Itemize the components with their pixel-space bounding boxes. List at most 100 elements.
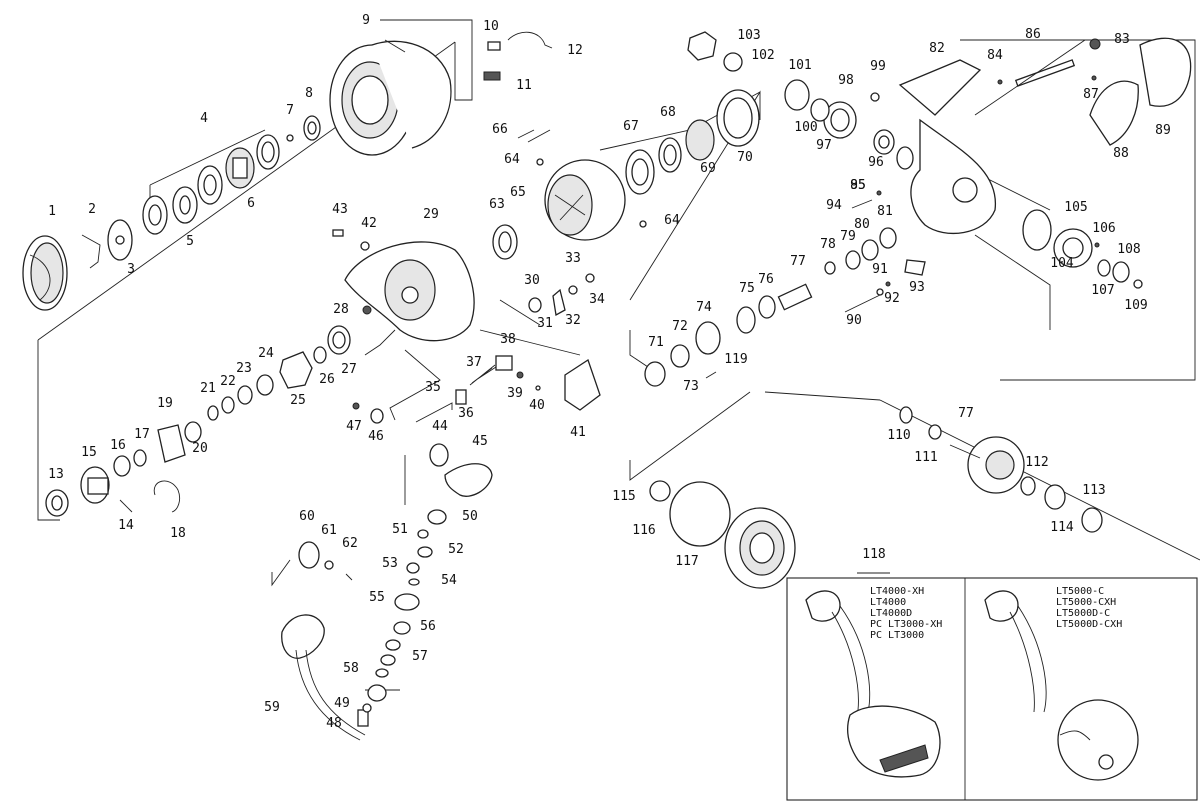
callout-c93: 93 — [909, 280, 925, 295]
callout-c48: 48 — [326, 716, 342, 731]
callout-c42: 42 — [361, 216, 377, 231]
callout-c75: 75 — [739, 281, 755, 296]
callout-c70: 70 — [737, 150, 753, 165]
model-name: LT5000-CXH — [1056, 597, 1116, 608]
model-name: LT5000-C — [1056, 586, 1104, 597]
callout-c23: 23 — [236, 361, 252, 376]
callout-c103: 103 — [737, 28, 760, 43]
callout-c14: 14 — [118, 518, 134, 533]
callout-c13: 13 — [48, 467, 64, 482]
callout-c21: 21 — [200, 381, 216, 396]
model-name: LT4000-XH — [870, 586, 924, 597]
callout-c117: 117 — [675, 554, 698, 569]
callout-c20: 20 — [192, 441, 208, 456]
callout-c35: 35 — [425, 380, 441, 395]
callout-c30: 30 — [524, 273, 540, 288]
callout-c94: 94 — [826, 198, 842, 213]
callout-c83: 83 — [1114, 32, 1130, 47]
callout-c77b: 77 — [958, 406, 974, 421]
callout-c84: 84 — [987, 48, 1003, 63]
callout-c102: 102 — [751, 48, 774, 63]
part-shapes — [22, 31, 1192, 741]
callout-c74: 74 — [696, 300, 712, 315]
callout-c90: 90 — [846, 313, 862, 328]
callout-c4: 4 — [200, 111, 208, 126]
callout-c107: 107 — [1091, 283, 1114, 298]
callout-c118: 118 — [862, 547, 885, 562]
callout-c100: 100 — [794, 120, 817, 135]
callout-c99: 99 — [870, 59, 886, 74]
callout-c59: 59 — [264, 700, 280, 715]
callout-c108: 108 — [1117, 242, 1140, 257]
callout-c62: 62 — [342, 536, 358, 551]
callout-c34: 34 — [589, 292, 605, 307]
callout-c64: 64 — [504, 152, 520, 167]
callout-c110: 110 — [887, 428, 910, 443]
callout-c96: 96 — [868, 155, 884, 170]
callout-c87: 87 — [1083, 87, 1099, 102]
assembly-bracket-lines — [37, 19, 1200, 691]
callout-c12: 12 — [567, 43, 583, 58]
callout-c7: 7 — [286, 103, 294, 118]
model-name: LT4000D — [870, 608, 912, 619]
callout-c92: 92 — [884, 291, 900, 306]
callout-c52: 52 — [448, 542, 464, 557]
callout-c31: 31 — [537, 316, 553, 331]
callout-c72: 72 — [672, 319, 688, 334]
callout-c89: 89 — [1155, 123, 1171, 138]
callout-c58: 58 — [343, 661, 359, 676]
callout-c95: 95 — [850, 178, 866, 193]
callout-c15: 15 — [81, 445, 97, 460]
callout-c1: 1 — [48, 204, 56, 219]
callout-c91: 91 — [872, 262, 888, 277]
callout-c22: 22 — [220, 374, 236, 389]
callout-c39: 39 — [507, 386, 523, 401]
callout-c18: 18 — [170, 526, 186, 541]
callout-c17: 17 — [134, 427, 150, 442]
callout-c28: 28 — [333, 302, 349, 317]
callout-c25: 25 — [290, 393, 306, 408]
callout-c77: 77 — [790, 254, 806, 269]
callout-c38: 38 — [500, 332, 516, 347]
callout-c79: 79 — [840, 229, 856, 244]
callout-c64b: 64 — [664, 213, 680, 228]
callout-c44: 44 — [432, 419, 448, 434]
callout-c114: 114 — [1050, 520, 1074, 535]
callout-c97: 97 — [816, 138, 832, 153]
callout-c76: 76 — [758, 272, 774, 287]
callout-c116: 116 — [632, 523, 655, 538]
callout-c32: 32 — [565, 313, 581, 328]
callout-c3: 3 — [127, 262, 135, 277]
callout-c68: 68 — [660, 105, 676, 120]
callout-c46: 46 — [368, 429, 384, 444]
callout-c57: 57 — [412, 649, 428, 664]
callout-c29: 29 — [423, 207, 439, 222]
callout-c65: 65 — [510, 185, 526, 200]
callout-c6: 6 — [247, 196, 255, 211]
callout-c26: 26 — [319, 372, 335, 387]
callout-c80: 80 — [854, 217, 870, 232]
model-name: PC LT3000 — [870, 630, 924, 641]
variant-handle-box — [786, 572, 1198, 801]
callout-c106: 106 — [1092, 221, 1115, 236]
callout-c113: 113 — [1082, 483, 1105, 498]
callout-c63: 63 — [489, 197, 505, 212]
callout-c53: 53 — [382, 556, 398, 571]
callout-c55: 55 — [369, 590, 385, 605]
callout-c115: 115 — [612, 489, 635, 504]
callout-c67: 67 — [623, 119, 639, 134]
callout-c40: 40 — [529, 398, 545, 413]
callout-c8: 8 — [305, 86, 313, 101]
callout-c11: 11 — [516, 78, 532, 93]
callout-c24: 24 — [258, 346, 274, 361]
callout-c82: 82 — [929, 41, 945, 56]
callout-c101: 101 — [788, 58, 811, 73]
callout-c119: 119 — [724, 352, 747, 367]
model-name: PC LT3000-XH — [870, 619, 942, 630]
callout-c78: 78 — [820, 237, 836, 252]
callout-c85: 85 — [850, 178, 866, 193]
callout-c73: 73 — [683, 379, 699, 394]
